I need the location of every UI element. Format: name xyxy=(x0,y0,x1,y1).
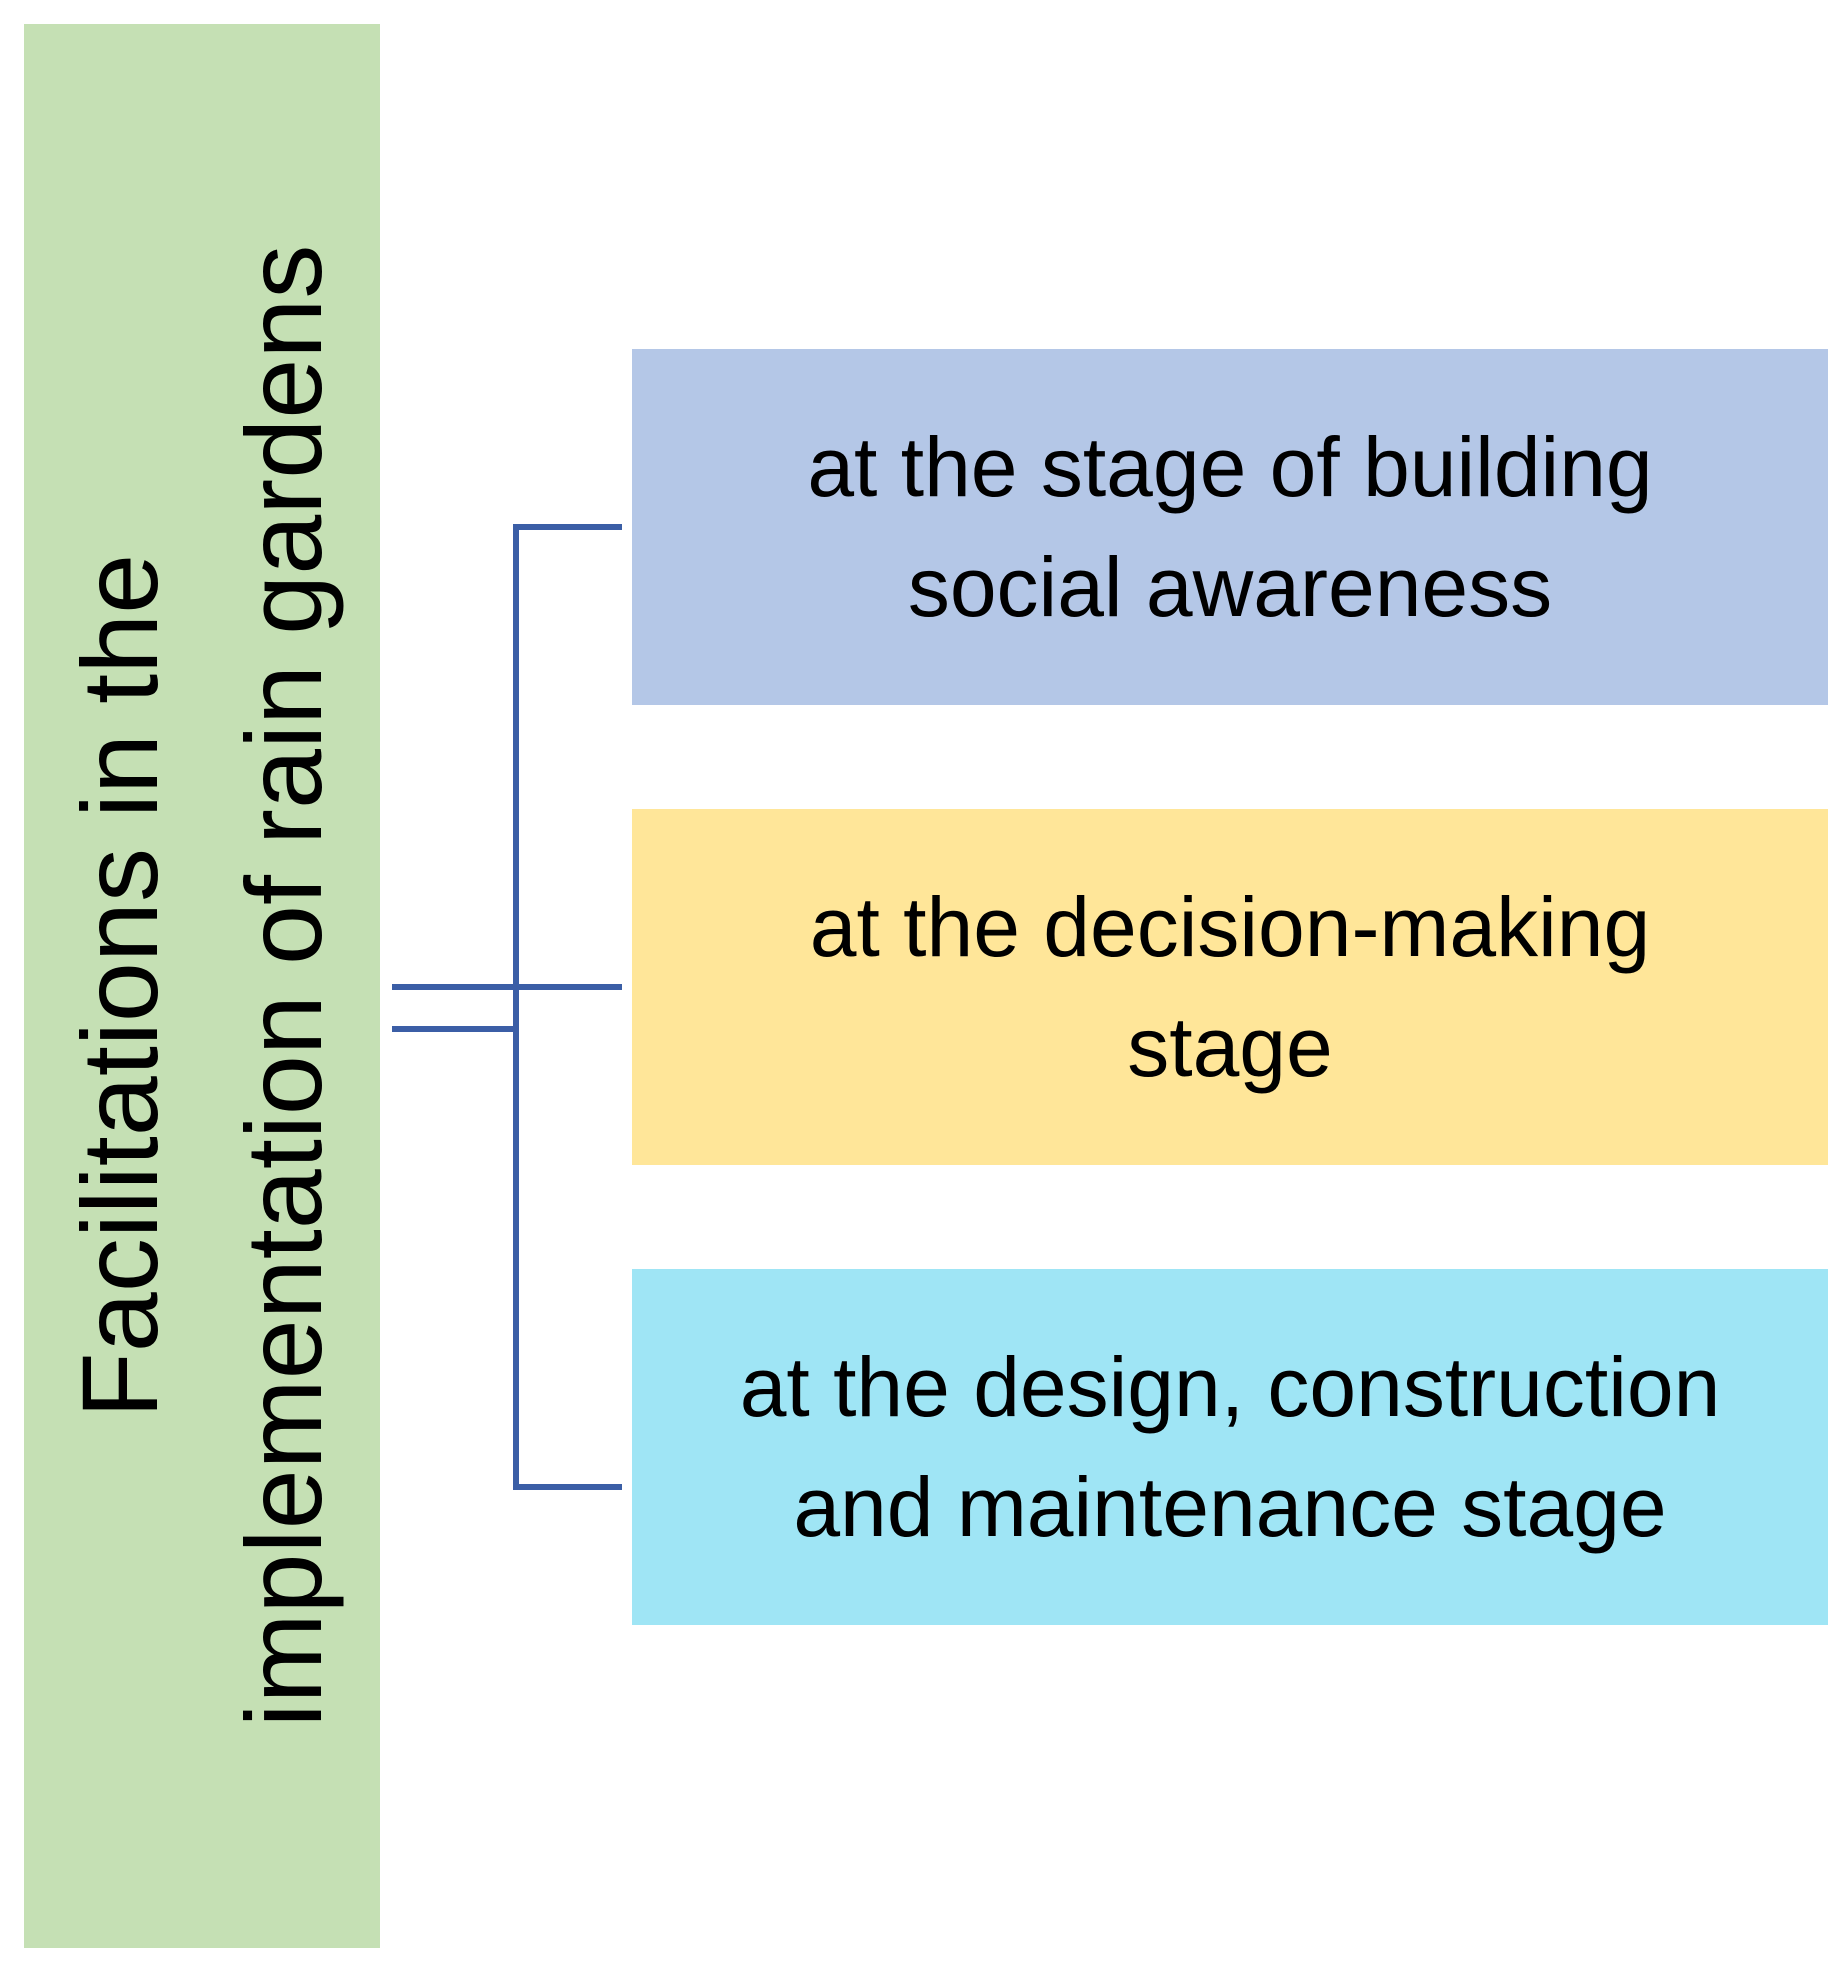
stage-label-line: stage xyxy=(1127,1000,1333,1094)
stage-label-line: and maintenance stage xyxy=(793,1460,1667,1554)
stage-label-line: social awareness xyxy=(907,540,1553,634)
stage-label-line: at the decision-making xyxy=(809,880,1651,974)
stage-node-social-awareness: at the stage of building social awarenes… xyxy=(632,349,1828,705)
stage-label-line: at the stage of building xyxy=(807,420,1653,514)
stage-node-decision-making: at the decision-making stage xyxy=(632,809,1828,1165)
root-node: Facilitations in the implementation of r… xyxy=(24,24,380,1948)
stage-label-line: at the design, construction xyxy=(739,1340,1721,1434)
stage-node-design-construction-maintenance: at the design, construction and maintena… xyxy=(632,1269,1828,1625)
